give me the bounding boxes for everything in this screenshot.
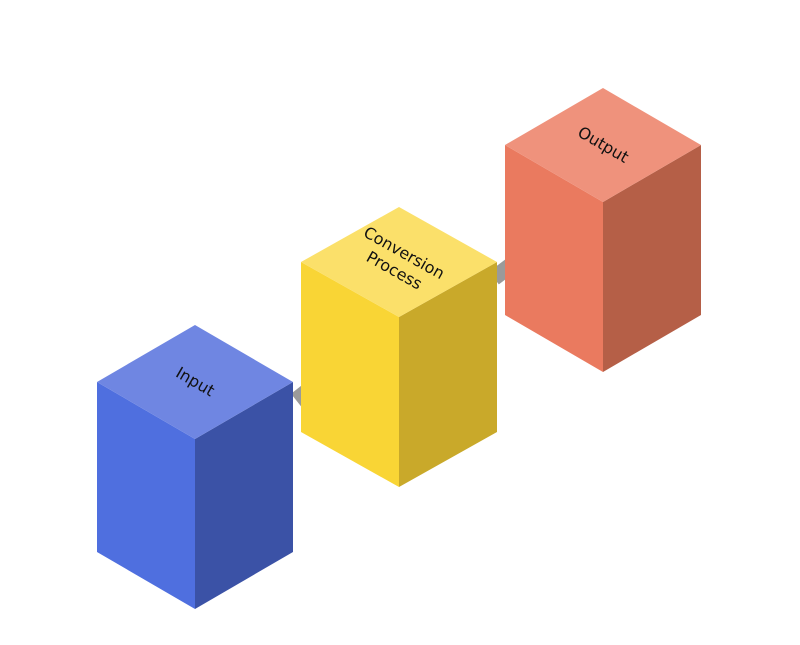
input-box-left-face bbox=[97, 382, 195, 609]
input-box-right-face bbox=[195, 382, 293, 609]
input-box-top-face bbox=[97, 325, 293, 439]
output-box-right-face bbox=[603, 145, 701, 372]
output-box-top-face bbox=[505, 88, 701, 202]
output-box-left-face bbox=[505, 145, 603, 372]
conversion-box: ConversionProcess bbox=[301, 207, 497, 487]
conversion-box-left-face bbox=[301, 262, 399, 487]
conversion-box-right-face bbox=[399, 262, 497, 487]
input-box: Input bbox=[97, 325, 293, 609]
output-box: Output bbox=[505, 88, 701, 372]
conversion-box-top-face bbox=[301, 207, 497, 317]
